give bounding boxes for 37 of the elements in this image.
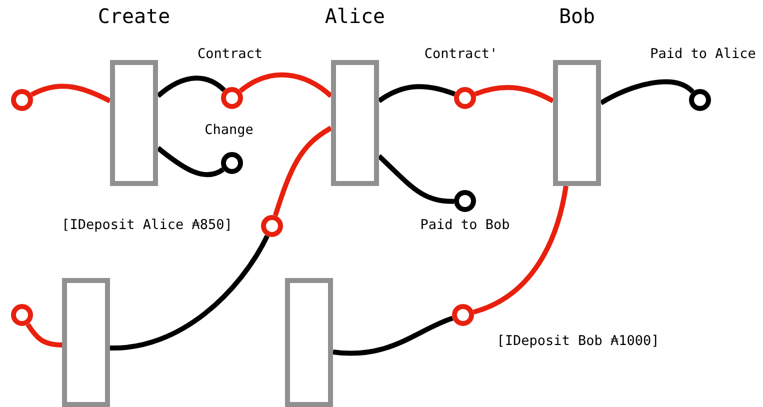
connector-line: [156, 146, 224, 178]
connector-line: [332, 316, 454, 356]
output-label: Contract': [424, 46, 498, 62]
connector-line: [272, 126, 332, 216]
transaction-title: Alice: [324, 4, 386, 28]
transaction-box: [331, 60, 379, 186]
connector-line: [474, 85, 554, 104]
output-circle: [11, 304, 33, 326]
transaction-box: [285, 278, 333, 407]
output-label: [IDeposit Bob ₳1000]: [496, 333, 660, 349]
connector-line: [110, 234, 270, 350]
output-circle: [221, 152, 243, 174]
connector-line: [30, 84, 112, 104]
output-label: Change: [204, 122, 254, 138]
transaction-box: [110, 60, 158, 186]
connector-line: [26, 322, 62, 348]
transaction-title: Create: [98, 4, 170, 28]
output-circle: [221, 87, 243, 109]
transaction-box: [553, 60, 601, 186]
connector-line: [156, 76, 226, 98]
output-circle: [261, 215, 283, 237]
connector-line: [377, 154, 454, 204]
connector-line: [378, 84, 456, 104]
transaction-title: Bob: [558, 4, 596, 28]
output-label: Paid to Alice: [650, 46, 756, 62]
connector-line: [238, 72, 333, 98]
connector-line: [600, 79, 694, 106]
output-circle: [454, 190, 476, 212]
connector-line: [472, 186, 568, 314]
transaction-box: [62, 278, 110, 407]
output-circle: [11, 89, 33, 111]
output-label: Paid to Bob: [420, 217, 510, 233]
output-label: Contract: [197, 46, 263, 62]
output-circle: [689, 89, 711, 111]
output-circle: [454, 87, 476, 109]
output-label: [IDeposit Alice ₳850]: [62, 217, 232, 233]
output-circle: [452, 304, 474, 326]
